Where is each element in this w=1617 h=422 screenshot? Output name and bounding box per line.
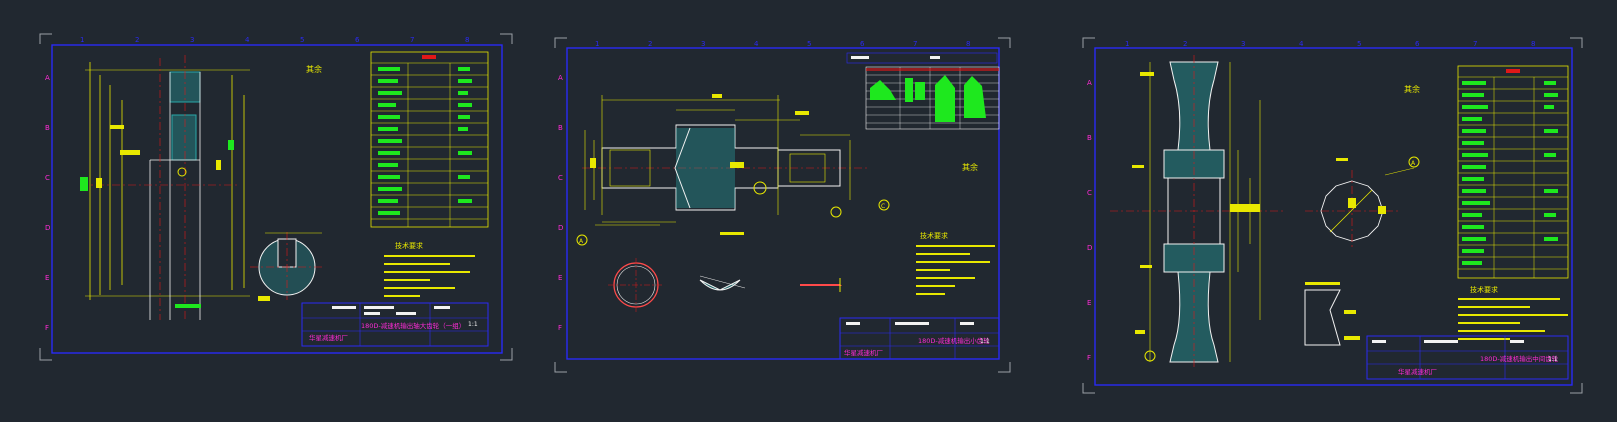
drawing-sheet-3: 1 2 3 4 5 6 7 8 A B C D E F [1082, 37, 1583, 394]
svg-text:A: A [1087, 79, 1092, 87]
svg-text:C: C [45, 174, 50, 182]
sheet-2-crop-marks [554, 37, 1011, 373]
svg-text:F: F [558, 324, 562, 332]
sheet-2-roughness-label: 其余 [962, 162, 978, 172]
sheet-1-title-block: 180D-减速机输出轴大齿轮（一组） 华星减速机厂 1:1 [301, 302, 489, 347]
svg-text:B: B [558, 124, 563, 132]
svg-text:B: B [1087, 134, 1092, 142]
svg-text:4: 4 [245, 36, 250, 44]
svg-text:7: 7 [1473, 40, 1477, 48]
sheet-3-title-block: 180D-减速机输出中间齿轮 华星减速机厂 1:1 [1366, 335, 1569, 380]
svg-text:D: D [1087, 244, 1092, 252]
svg-text:5: 5 [300, 36, 304, 44]
sheet-3-title: 180D-减速机输出中间齿轮 [1480, 354, 1559, 363]
sheet-3-zone-numbers: 1 2 3 4 5 6 7 8 [1125, 40, 1535, 48]
svg-text:D: D [45, 224, 50, 232]
svg-text:8: 8 [465, 36, 469, 44]
svg-text:技术要求: 技术要求 [1470, 285, 1498, 294]
svg-text:7: 7 [410, 36, 414, 44]
sheet-3-param-table [1457, 65, 1569, 279]
sheet-3-key-section [1304, 282, 1360, 346]
svg-text:C: C [1087, 189, 1092, 197]
sheet-2-callout-a: A [579, 238, 584, 245]
svg-text:3: 3 [190, 36, 194, 44]
svg-text:8: 8 [1531, 40, 1535, 48]
svg-text:A: A [558, 74, 563, 82]
svg-text:2: 2 [135, 36, 139, 44]
svg-text:E: E [45, 274, 49, 282]
sheet-3-gear-section [1110, 55, 1285, 370]
sheet-3-roughness-label: 其余 [1404, 84, 1420, 94]
svg-text:6: 6 [1415, 40, 1420, 48]
sheet-2-zone-numbers: 1 2 3 4 5 6 7 8 [595, 40, 970, 48]
svg-text:F: F [1087, 354, 1091, 362]
sheet-3-gear-end-view: A [1305, 156, 1420, 250]
svg-text:7: 7 [913, 40, 917, 48]
sheet-3-callout-a: A [1411, 160, 1416, 167]
svg-text:5: 5 [1357, 40, 1361, 48]
sheet-1-border [51, 44, 503, 354]
svg-text:4: 4 [1299, 40, 1304, 48]
svg-text:5: 5 [807, 40, 811, 48]
svg-text:3: 3 [701, 40, 705, 48]
sheet-2-shaft-elevation: A C [576, 94, 890, 246]
svg-text:E: E [1087, 299, 1091, 307]
sheet-1-title: 180D-减速机输出轴大齿轮（一组） [361, 321, 465, 330]
sheet-2-title-block: 180D-减速机输出小齿轮 华星减速机厂 1:1 [839, 317, 1000, 360]
svg-text:技术要求: 技术要求 [395, 241, 423, 250]
svg-text:1: 1 [595, 40, 599, 48]
sheet-3-factory: 华星减速机厂 [1398, 367, 1438, 376]
sheet-2-tech-requirements: 技术要求 [916, 231, 995, 295]
sheet-1-tech-requirements: 技术要求 [384, 241, 475, 297]
sheet-1-zone-letters: A B C D E F [45, 74, 50, 332]
sheet-2-scale: 1:1 [980, 338, 990, 345]
sheet-3-tech-requirements: 技术要求 [1458, 285, 1568, 340]
sheet-1-param-table [370, 51, 489, 228]
sheet-3-zone-letters: A B C D E F [1087, 79, 1092, 362]
svg-text:2: 2 [648, 40, 652, 48]
sheet-2-detail-views [608, 258, 842, 312]
svg-text:E: E [558, 274, 562, 282]
svg-text:1: 1 [80, 36, 84, 44]
svg-text:D: D [558, 224, 563, 232]
sheet-1-scale: 1:1 [468, 321, 478, 328]
svg-text:6: 6 [355, 36, 360, 44]
svg-text:4: 4 [754, 40, 759, 48]
svg-text:8: 8 [966, 40, 970, 48]
svg-text:A: A [45, 74, 50, 82]
svg-text:1: 1 [1125, 40, 1129, 48]
sheet-2-border [566, 47, 1000, 360]
svg-text:3: 3 [1241, 40, 1245, 48]
svg-text:技术要求: 技术要求 [920, 231, 948, 240]
sheet-1-zone-numbers: 1 2 3 4 5 6 7 8 [80, 36, 469, 44]
sheet-2-zone-letters: A B C D E F [558, 74, 563, 332]
sheet-2-factory: 华星减速机厂 [844, 348, 884, 357]
sheet-3-crop-marks [1082, 37, 1583, 394]
svg-text:B: B [45, 124, 50, 132]
svg-text:C: C [558, 174, 563, 182]
sheet-1-gear-section [80, 55, 250, 320]
drawing-sheet-1: 1 2 3 4 5 6 7 8 A B C D E F [39, 33, 513, 361]
sheet-3-scale: 1:1 [1548, 356, 1558, 363]
sheet-1-factory: 华星减速机厂 [309, 333, 349, 342]
sheet-1-crop-marks [39, 33, 513, 361]
svg-text:6: 6 [860, 40, 865, 48]
svg-text:2: 2 [1183, 40, 1187, 48]
sheet-1-hub-detail [250, 232, 325, 301]
drawing-sheet-2: 1 2 3 4 5 6 7 8 A B C D E F [554, 37, 1011, 373]
sheet-1-roughness-label: 其余 [306, 64, 322, 74]
sheet-2-title: 180D-减速机输出小齿轮 [918, 336, 990, 345]
sheet-2-param-table [846, 52, 1000, 130]
sheet-3-border [1094, 47, 1573, 386]
sheet-2-callout-c: C [881, 203, 885, 210]
svg-text:F: F [45, 324, 49, 332]
